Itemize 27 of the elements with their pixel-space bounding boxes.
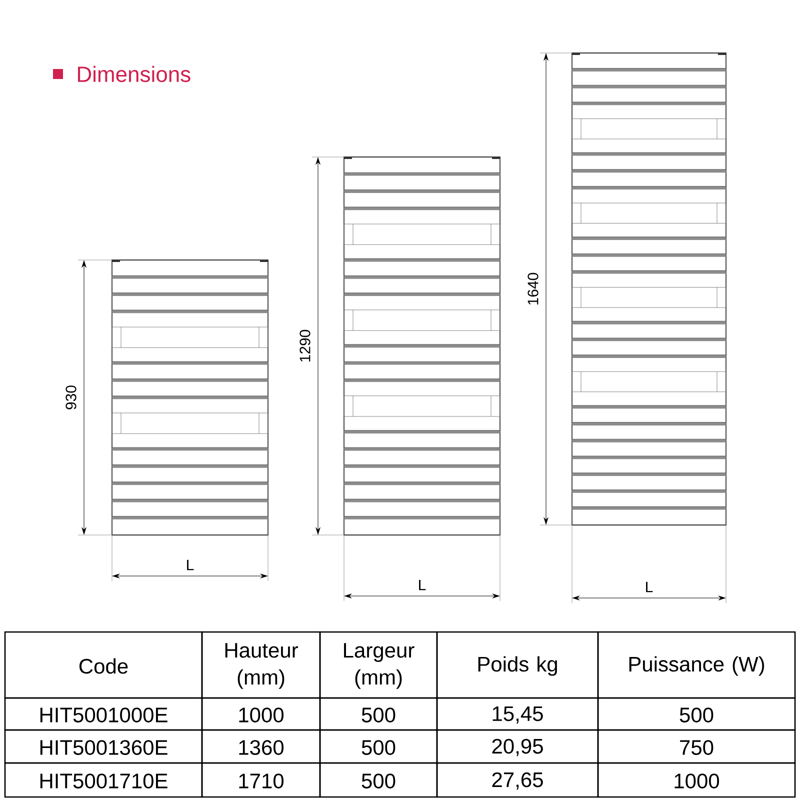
dimension-label: L [187, 560, 194, 570]
header-cell: Code [4, 631, 203, 699]
header-cell: Puissance (W) [597, 631, 796, 699]
table-cell: HIT5001710E [4, 762, 203, 798]
table-cell: 750 [597, 729, 796, 764]
dimension-label: 1290 [300, 330, 310, 362]
heading: Dimensions [78, 66, 190, 82]
header-cell: Poids kg [436, 631, 599, 699]
table-cell: 500 [597, 697, 796, 731]
dimension-label: L [419, 580, 426, 590]
dimension-label: L [646, 582, 653, 592]
table-cell: HIT5001360E [4, 729, 203, 764]
table-cell: 1000 [201, 697, 321, 731]
table-cell: 20,95 [436, 729, 599, 764]
header-cell: Hauteur (mm) [201, 631, 321, 699]
table-cell: 500 [319, 729, 438, 764]
table-cell: 27,65 [436, 762, 599, 798]
table-cell: 1000 [597, 762, 796, 798]
table-cell: 500 [319, 697, 438, 731]
header-cell: Largeur (mm) [319, 631, 438, 699]
table-cell: HIT5001000E [4, 697, 203, 731]
dimension-label: 930 [66, 386, 76, 410]
table-cell: 500 [319, 762, 438, 798]
table-cell: 1710 [201, 762, 321, 798]
dimension-label: 1640 [528, 272, 538, 305]
table-cell: 1360 [201, 729, 321, 764]
table-cell: 15,45 [436, 697, 599, 731]
